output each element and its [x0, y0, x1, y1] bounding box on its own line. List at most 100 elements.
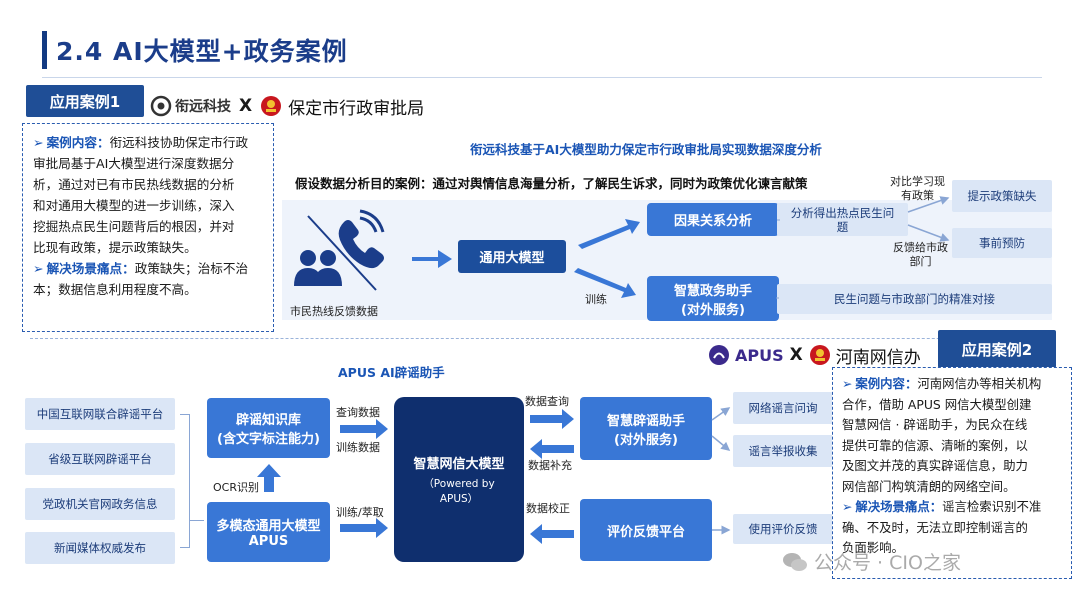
sources-bracket — [180, 414, 190, 548]
use-eval-box: 使用评价反馈 — [733, 514, 833, 544]
case1-pain-line: 政策缺失；治标不治 — [134, 261, 249, 276]
case1-x: X — [239, 96, 253, 116]
case1-partner: 保定市行政审批局 — [288, 98, 425, 119]
ask-box: 网络谣言问询 — [733, 392, 833, 424]
arrow-icon — [574, 268, 636, 298]
ocr-label: OCR识别 — [213, 481, 259, 494]
query-data-label: 查询数据 — [336, 406, 380, 419]
feedback-label: 反馈给市政 部门 — [893, 241, 948, 269]
arrow-icon — [257, 464, 281, 492]
arrow-icon — [578, 219, 640, 249]
case2-description: ➢案例内容：河南网信办等相关机构 合作，借助 APUS 网信大模型创建 智慧网信… — [832, 367, 1072, 579]
arrow-icon — [530, 524, 574, 544]
case1-logos: 衔远科技 X 保定市行政审批局 — [150, 92, 450, 120]
hotline-icon — [294, 209, 385, 291]
case2-pain-head: 解决场景痛点： — [855, 499, 943, 514]
case2-partner: 河南网信办 — [835, 347, 921, 368]
case2-pain-line: 确、不及时，无法立即控制谣言的 — [842, 519, 1028, 535]
arrow-icon — [340, 419, 388, 439]
knowledge-label: 辟谣知识库 — [235, 413, 301, 428]
arrow-icon — [530, 409, 574, 429]
data-check-label: 数据校正 — [526, 502, 570, 515]
source-item: 党政机关官网政务信息 — [25, 488, 175, 520]
case1-tag: 应用案例1 — [26, 85, 144, 117]
xianyuan-logo-icon — [150, 95, 172, 117]
center-model-sub: APUS） — [439, 493, 479, 505]
knowledge-sublabel: (含文字标注能力) — [217, 432, 320, 447]
center-model-sub: （Powered by — [423, 478, 495, 490]
analysis-label: 题 — [836, 219, 849, 234]
phone-icon — [338, 209, 385, 269]
apus-logo-icon — [709, 345, 729, 365]
center-model-label: 智慧网信大模型 — [413, 457, 505, 472]
case2-x: X — [789, 345, 803, 365]
case1-content-line: 和对通用大模型的进一步训练，深入 — [33, 198, 235, 213]
eval-platform-box: 评价反馈平台 — [580, 499, 712, 561]
case1-description: ➢案例内容：衔远科技协助保定市行政 审批局基于AI大模型进行深度数据分 析，通过… — [22, 123, 274, 332]
assistant-label: 智慧政务助手 — [673, 283, 752, 299]
watermark-text: 公众号 · CIO之家 — [814, 552, 961, 574]
arrow-icon — [340, 518, 388, 538]
general-model-box: 通用大模型 — [458, 240, 566, 273]
title-underline — [42, 77, 1042, 78]
arrow-icon: ➢ — [842, 499, 853, 514]
case1-content-line: 比现有政策，提示政策缺失。 — [33, 240, 197, 255]
train-data-label: 训练数据 — [336, 441, 380, 454]
compare-line: 对比学习现 — [890, 175, 945, 188]
analysis-box: 分析得出热点民生问 题 — [777, 203, 908, 236]
multimodal-sublabel: APUS — [248, 534, 289, 549]
multimodal-box: 多模态通用大模型 APUS — [207, 502, 330, 562]
case2-content-line: 河南网信办等相关机构 — [917, 376, 1042, 391]
hotline-label: 市民热线反馈数据 — [290, 305, 378, 318]
data-query-label: 数据查询 — [525, 395, 569, 408]
case1-subtitle: 假设数据分析目的案例：通过对舆情信息海量分析，了解民生诉求，同时为政策优化谏言献… — [295, 176, 808, 191]
source-item: 中国互联网联合辟谣平台 — [25, 398, 175, 430]
case2-content-head: 案例内容： — [855, 376, 918, 391]
case1-pain-head: 解决场景痛点： — [46, 261, 135, 276]
case1-diagram-title: 衔远科技基于AI大模型助力保定市行政审批局实现数据深度分析 — [470, 142, 822, 157]
case1-content-line: 衔远科技协助保定市行政 — [109, 135, 249, 150]
arrow-icon — [412, 250, 452, 268]
arrow-icon: ➢ — [33, 135, 44, 150]
case2-tag: 应用案例2 — [938, 330, 1056, 368]
match-box: 民生问题与市政部门的精准对接 — [777, 284, 1052, 314]
multimodal-label: 多模态通用大模型 — [216, 519, 321, 534]
case2-logos: APUS X 河南网信办 — [708, 342, 938, 368]
case1-content-line: 挖掘热点民生问题背后的根因，并对 — [33, 219, 235, 234]
train-extract-label: 训练/萃取 — [336, 506, 384, 519]
title-bar — [42, 31, 47, 69]
case2-pain-line: 负面影响。 — [842, 540, 904, 555]
case2-content-line: 及图文并茂的真实辟谣信息，助力 — [842, 458, 1028, 473]
policy-gap-box: 提示政策缺失 — [952, 180, 1052, 212]
case1-pain-line: 本；数据信息利用程度不高。 — [33, 282, 197, 297]
case1-company: 衔远科技 — [175, 99, 231, 115]
arrow-icon: ➢ — [842, 376, 853, 391]
arrow-icon — [530, 439, 574, 459]
emblem-icon — [261, 96, 282, 116]
watermark: 公众号 · CIO之家 — [782, 548, 961, 575]
case1-content-line: 审批局基于AI大模型进行深度数据分 — [33, 156, 235, 171]
wechat-icon — [783, 552, 807, 571]
case2-pain-line: 谣言检索识别不准 — [942, 499, 1042, 514]
assistant-sublabel: (对外服务) — [681, 302, 745, 318]
case1-content-head: 案例内容： — [46, 135, 110, 150]
assistant-box: 智慧政务助手 (对外服务) — [647, 276, 779, 321]
people-icon — [294, 250, 342, 286]
causal-analysis-box: 因果关系分析 — [647, 203, 779, 236]
case2-company: APUS — [735, 345, 784, 365]
emblem-icon — [809, 345, 830, 365]
analysis-label: 分析得出热点民生问 — [790, 205, 895, 220]
section-divider — [30, 338, 1050, 339]
source-item: 省级互联网辟谣平台 — [25, 443, 175, 475]
case2-content-line: 智慧网信 · 辟谣助手，为民众在线 — [842, 417, 1028, 432]
case2-content-line: 网信部门构筑清朗的网络空间。 — [842, 478, 1016, 494]
center-model-box: 智慧网信大模型 （Powered by APUS） — [394, 397, 524, 562]
rumor-assistant-sublabel: (对外服务) — [614, 432, 678, 448]
data-supplement-label: 数据补充 — [528, 459, 572, 472]
source-item: 新闻媒体权威发布 — [25, 532, 175, 564]
case2-diagram-title: APUS AI辟谣助手 — [338, 365, 445, 380]
knowledge-box: 辟谣知识库 (含文字标注能力) — [207, 398, 330, 458]
prevent-box: 事前预防 — [952, 228, 1052, 258]
case1-content-line: 析，通过对已有市民热线数据的分析 — [33, 177, 235, 192]
case2-content-line: 提供可靠的信源、清晰的案例，以 — [842, 437, 1028, 453]
